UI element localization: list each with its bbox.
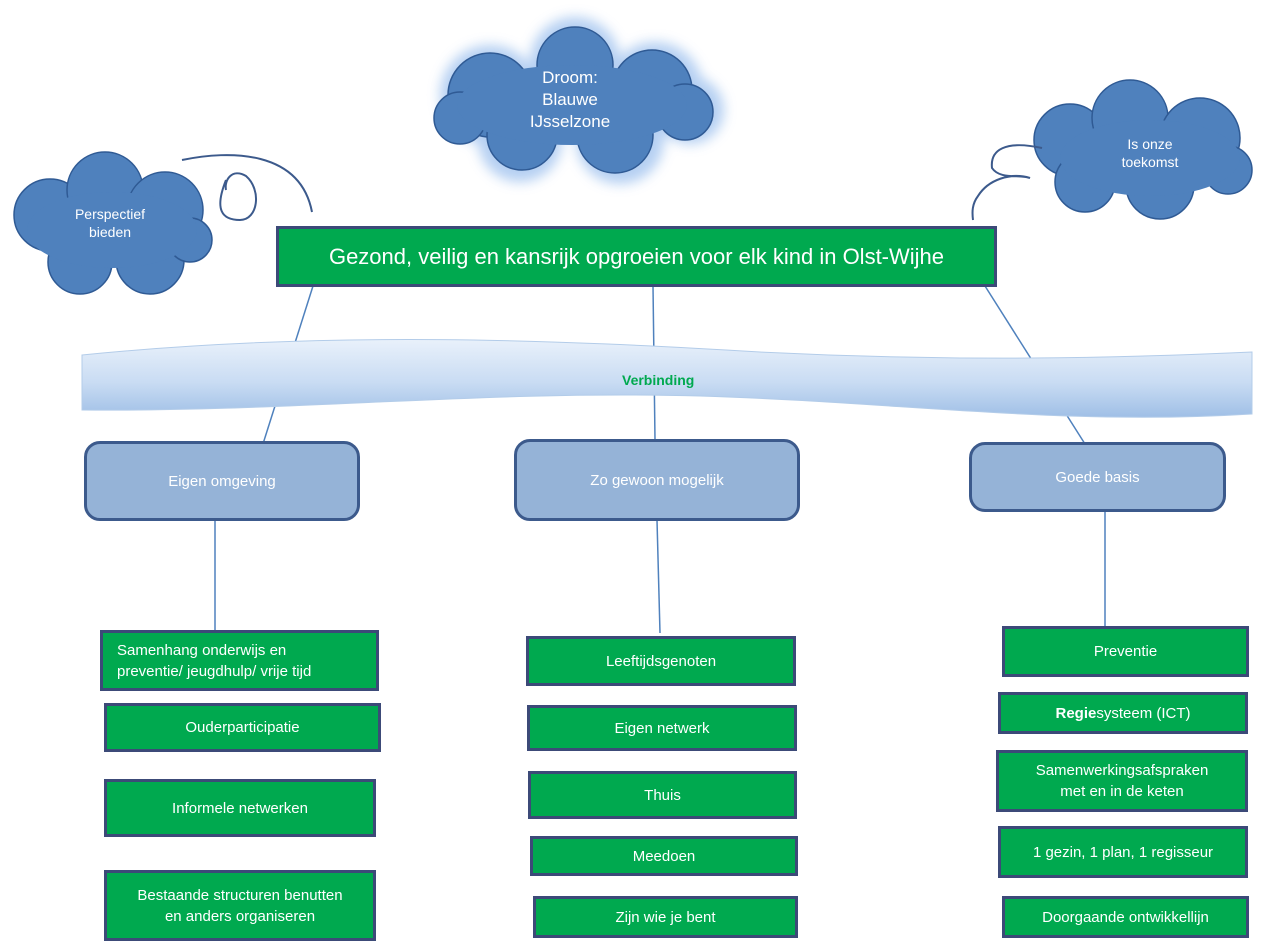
regie-rest: systeem (ICT) [1096,704,1191,722]
verbinding-label: Verbinding [622,372,695,388]
goal-box: Gezond, veilig en kansrijk opgroeien voo… [276,226,997,287]
pillar-goede-basis: Goede basis [969,442,1226,512]
droom-line-3: IJsselzone [529,112,611,131]
item-thuis: Thuis [528,771,797,819]
toekomst-tail [971,144,1043,221]
item-samenhang: Samenhang onderwijs en preventie/ jeugdh… [100,630,379,691]
toekomst-line-2: toekomst [1121,154,1179,170]
item-samenhang-line-1: Samenhang onderwijs en [117,641,287,659]
samenwerking-line-2: met en in de keten [1060,783,1184,800]
item-bestaande-line-2: en anders organiseren [164,907,316,925]
droom-cloud [433,17,724,184]
item-leeftijdsgenoten: Leeftijdsgenoten [526,636,796,686]
pillar-eigen-omgeving: Eigen omgeving [84,441,360,521]
item-bestaande-line-1: Bestaande structuren benutten [137,886,343,904]
item-samenhang-line-2: preventie/ jeugdhulp/ vrije tijd [117,662,312,680]
item-zijn-wie-je-bent: Zijn wie je bent [533,896,798,938]
regie-bold: Regie [1055,704,1097,722]
toekomst-line-1: Is onze [1127,136,1173,152]
item-meedoen: Meedoen [530,836,798,876]
verbinding-band [81,339,1253,418]
droom-line-2: Blauwe [542,90,598,109]
perspectief-line-2: bieden [88,224,132,240]
pillar-zo-gewoon-mogelijk: Zo gewoon mogelijk [514,439,800,521]
item-informele-netwerken: Informele netwerken [104,779,376,837]
item-eigen-netwerk: Eigen netwerk [527,705,797,751]
samenwerking-line-1: Samenwerkingsafspraken [1035,762,1209,779]
item-ouderparticipatie: Ouderparticipatie [104,703,381,752]
item-doorgaande-ontwikkellijn: Doorgaande ontwikkellijn [1002,896,1249,938]
toekomst-text: Is onze toekomst [1090,135,1210,171]
perspectief-text: Perspectief bieden [50,205,170,241]
perspectief-tail [181,154,313,222]
item-samenwerkingsafspraken: Samenwerkingsafspraken met en in de kete… [996,750,1248,812]
item-preventie: Preventie [1002,626,1249,677]
item-bestaande-structuren: Bestaande structuren benutten en anders … [104,870,376,941]
item-1-gezin: 1 gezin, 1 plan, 1 regisseur [998,826,1248,878]
perspectief-cloud [13,151,213,295]
droom-line-1: Droom: [542,68,598,87]
toekomst-cloud [1033,79,1253,220]
item-regiesysteem: Regiesysteem (ICT) [998,692,1248,734]
droom-text: Droom: Blauwe IJsselzone [505,67,635,133]
perspectief-line-1: Perspectief [74,206,146,222]
